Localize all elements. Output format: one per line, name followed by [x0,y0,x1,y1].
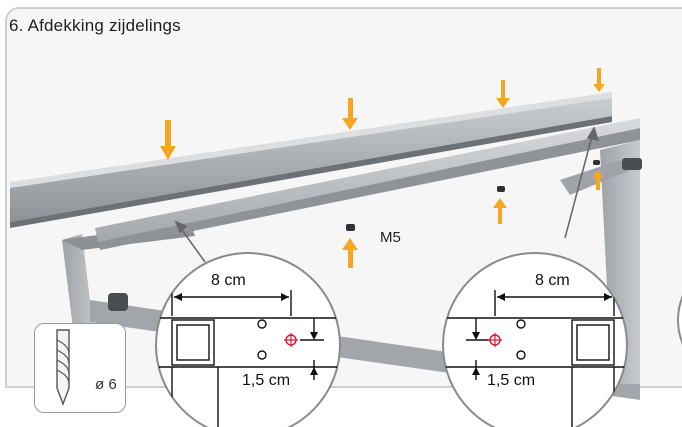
detail-magnifier-left [155,252,341,427]
screw-size-label: M5 [380,229,401,246]
step-title: 6. Afdekking zijdelings [9,16,181,35]
detail-magnifier-partial [677,295,682,345]
drill-box: ø 6 [34,323,126,413]
orange-arrows [160,68,605,268]
side-rail [95,118,640,250]
right-offset-label: 1,5 cm [487,372,536,389]
leader-lines [174,126,600,263]
left-distance-label: 8 cm [211,272,246,289]
detail-magnifier-right [442,252,628,427]
drill-size-label: ø 6 [95,376,117,393]
cover-plate [10,92,612,228]
right-distance-label: 8 cm [535,272,570,289]
drill-bit-icon [56,329,70,406]
left-offset-label: 1,5 cm [242,372,291,389]
screws [346,160,600,231]
